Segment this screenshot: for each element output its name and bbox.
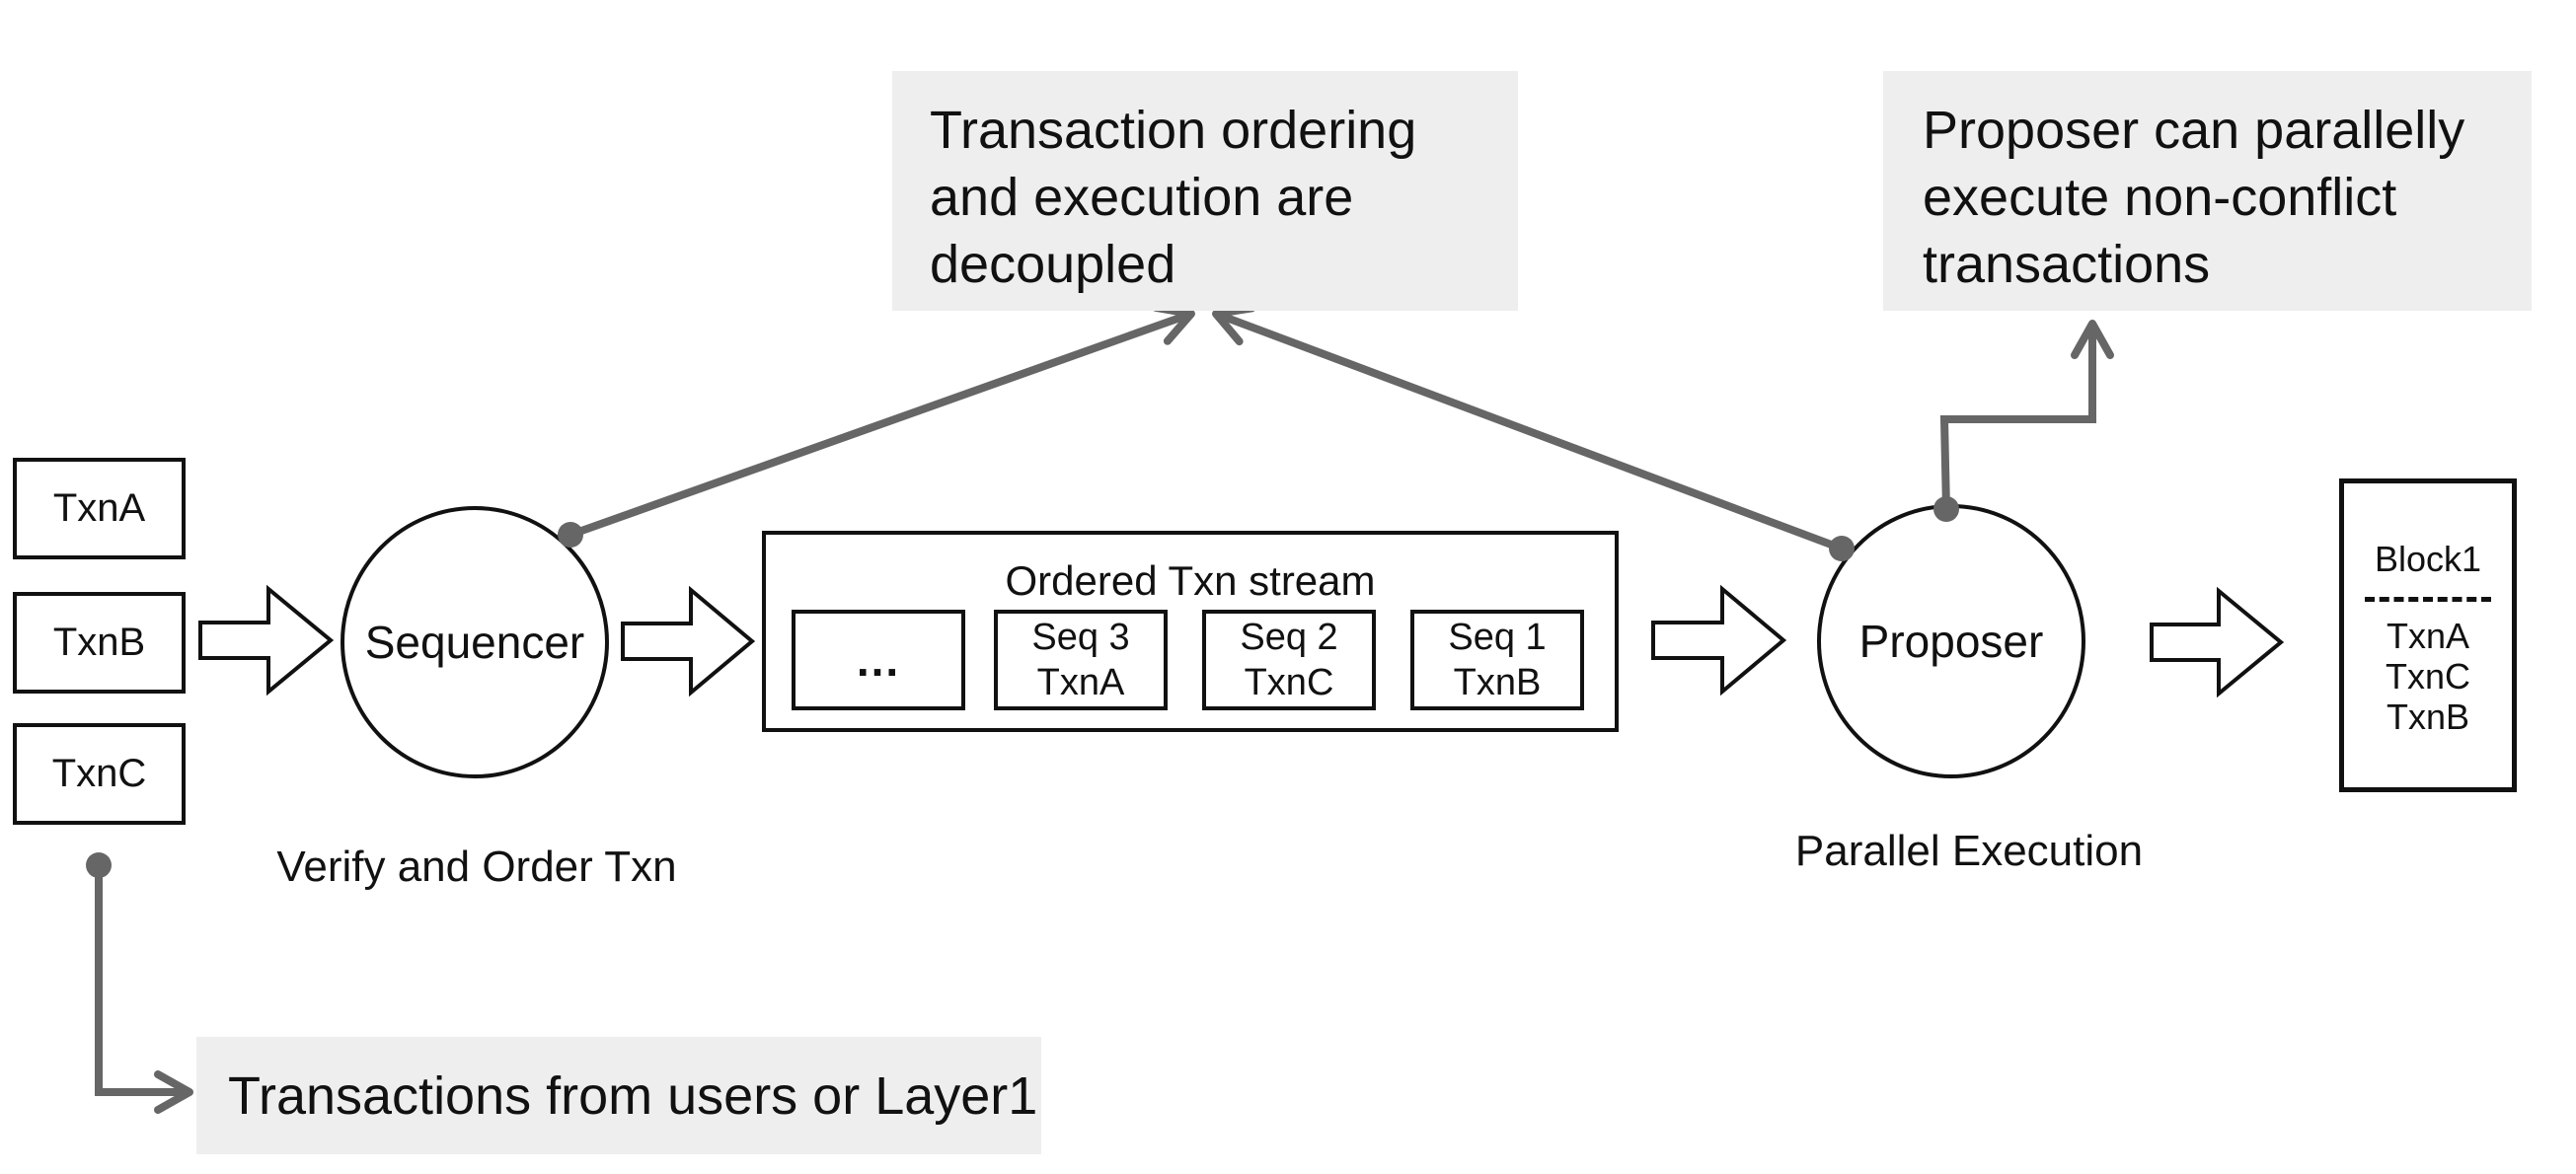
- note-line: Proposer can parallelly: [1923, 101, 2465, 160]
- slot-line: Seq 3: [1031, 617, 1130, 658]
- input-txn-label: TxnC: [51, 752, 147, 795]
- sequencer-label: Sequencer: [364, 617, 585, 668]
- slot-line: Seq 2: [1240, 617, 1338, 658]
- note-decoupled: Transaction ordering and execution are d…: [892, 71, 1518, 311]
- arrow-sequencer-to-stream: [621, 585, 756, 697]
- arrow-proposer-to-block: [2150, 586, 2285, 698]
- proposer-caption: Parallel Execution: [1794, 827, 2144, 875]
- note-line: transactions: [1923, 235, 2211, 294]
- sequencer-circle: [341, 506, 609, 778]
- anchor-dot-proposer-top: [1933, 496, 1959, 522]
- slot-line: ...: [856, 634, 901, 686]
- anchor-dot-below-txnc: [86, 852, 112, 878]
- slot-line: TxnC: [1244, 662, 1334, 703]
- block-txn: TxnA: [2386, 616, 2470, 656]
- stream-slot-seq3: Seq 3 TxnA: [994, 610, 1168, 710]
- proposer-label: Proposer: [1858, 616, 2044, 667]
- note-line: and execution are: [930, 168, 1354, 227]
- sequencer-caption: Verify and Order Txn: [276, 843, 677, 891]
- input-txn-label: TxnB: [52, 621, 146, 664]
- note-txn-source: Transactions from users or Layer1: [196, 1037, 1041, 1154]
- note-line: Transaction ordering: [930, 101, 1417, 160]
- block-txn: TxnC: [2385, 656, 2470, 697]
- block-divider: [2365, 597, 2491, 602]
- block-title: Block1: [2374, 539, 2482, 579]
- note-line: Transactions from users or Layer1: [228, 1065, 1038, 1126]
- slot-line: TxnB: [1453, 662, 1542, 703]
- input-txn-label: TxnA: [52, 486, 146, 530]
- input-txn-box-a: TxnA: [13, 458, 186, 559]
- arrow-stream-to-proposer: [1651, 584, 1787, 697]
- stream-slot-seq2: Seq 2 TxnC: [1202, 610, 1376, 710]
- stream-slot-ellipsis: ...: [792, 610, 965, 710]
- block1-box: Block1 TxnA TxnC TxnB: [2339, 478, 2517, 792]
- connector-sequencer-to-decoupled-note: [568, 303, 1195, 539]
- connector-txnc-to-source-note: [95, 865, 193, 1114]
- input-txn-box-c: TxnC: [13, 723, 186, 825]
- stream-slot-seq1: Seq 1 TxnB: [1410, 610, 1584, 710]
- block-txn: TxnB: [2386, 697, 2470, 737]
- anchor-dot-sequencer: [558, 522, 583, 548]
- input-txn-box-b: TxnB: [13, 592, 186, 694]
- stream-title: Ordered Txn stream: [1005, 557, 1376, 604]
- note-line: execute non-conflict: [1923, 168, 2397, 227]
- note-line: decoupled: [930, 235, 1176, 294]
- slot-line: TxnA: [1036, 662, 1125, 703]
- connector-proposer-to-parallel-note: [1939, 320, 2114, 510]
- arrow-txns-to-sequencer: [198, 584, 335, 697]
- slot-line: Seq 1: [1448, 617, 1547, 658]
- anchor-dot-proposer-left: [1829, 536, 1855, 561]
- connector-proposer-to-decoupled-note: [1212, 304, 1844, 552]
- note-parallel-execution: Proposer can parallelly execute non-conf…: [1883, 71, 2532, 311]
